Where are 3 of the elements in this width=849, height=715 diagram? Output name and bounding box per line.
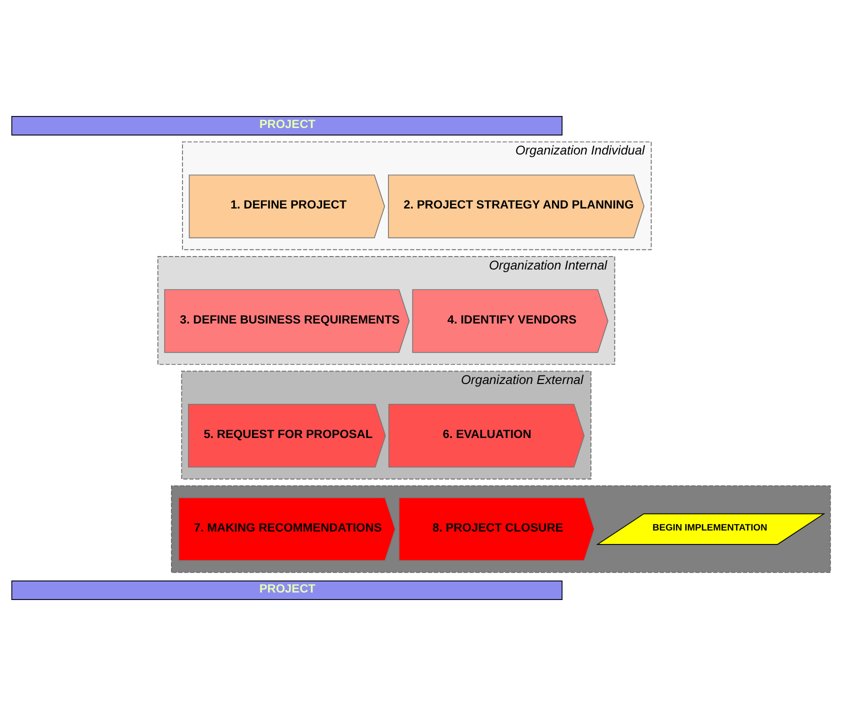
cluster xyxy=(171,484,831,572)
node-box: PROJECT xyxy=(11,580,562,600)
node-box: PROJECT xyxy=(11,115,562,135)
